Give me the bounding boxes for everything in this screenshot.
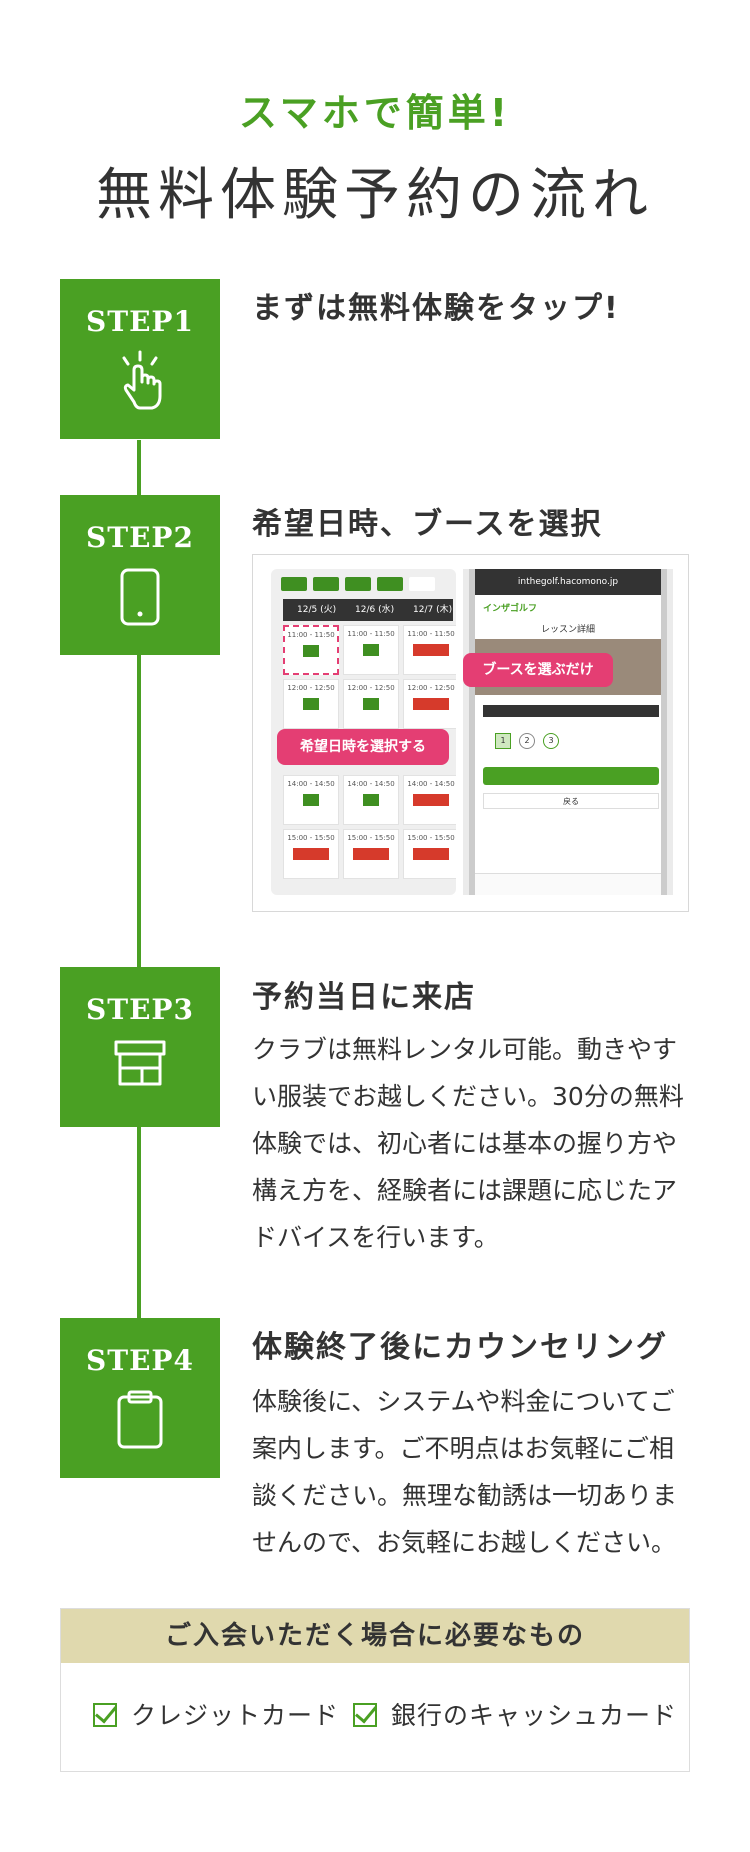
step2-title: 希望日時、ブースを選択 (252, 507, 603, 542)
schedule-screen: 12/5 (火) 12/6 (水) 12/7 (木) 11:00 - 11:50… (271, 569, 456, 895)
time-slot: 11:00 - 11:50 (343, 625, 399, 675)
checkbox-icon (353, 1703, 377, 1727)
step4-description: 体験後に、システムや料金についてご案内します。ご不明点はお気軽にご相談ください。… (252, 1387, 678, 1557)
requirement-credit-card: クレジットカード (131, 1701, 340, 1730)
step3-description: クラブは無料レンタル可能。動きやすい服装でお越しください。30分の無料体験では、… (252, 1035, 684, 1252)
tap-hand-icon (122, 350, 162, 410)
store-icon (114, 1040, 166, 1086)
date-chip (313, 577, 339, 591)
step3-box: STEP3 (60, 967, 220, 1127)
time-slot: 15:00 - 15:50 (283, 829, 339, 879)
step4-label: STEP4 (86, 1344, 194, 1377)
trial-reserve-button (483, 767, 659, 785)
requirement-bank-card: 銀行のキャッシュカード (391, 1701, 678, 1730)
time-slot: 12:00 - 12:50 (343, 679, 399, 729)
requirements-title: ご入会いただく場合に必要なもの (61, 1609, 689, 1663)
time-slot: 11:00 - 11:50 (403, 625, 456, 675)
time-slot: 12:00 - 12:50 (403, 679, 456, 729)
time-slot: 11:00 - 11:50 (283, 625, 339, 675)
phone-mockup: inthegolf.hacomono.jp インザゴルフ レッスン詳細 1 2 … (469, 569, 667, 895)
select-datetime-bubble: 希望日時を選択する (277, 729, 449, 765)
step-connector (137, 440, 141, 1420)
booth-3: 3 (543, 733, 559, 749)
time-slot: 15:00 - 15:50 (343, 829, 399, 879)
step1-box: STEP1 (60, 279, 220, 439)
time-slot: 15:00 - 15:50 (403, 829, 456, 879)
bottom-nav (475, 873, 661, 895)
requirements-box: ご入会いただく場合に必要なもの クレジットカード 銀行のキャッシュカード (60, 1608, 690, 1772)
date-chip (281, 577, 307, 591)
date-chip (345, 577, 371, 591)
step4-box: STEP4 (60, 1318, 220, 1478)
step3-label: STEP3 (86, 993, 194, 1026)
booth-1: 1 (495, 733, 511, 749)
step3-title: 予約当日に来店 (252, 980, 476, 1015)
time-slot: 14:00 - 14:50 (403, 775, 456, 825)
step4-title: 体験終了後にカウンセリング (252, 1330, 668, 1365)
brand-name: インザゴルフ (483, 604, 538, 614)
date-chip (409, 577, 435, 591)
time-slot: 12:00 - 12:50 (283, 679, 339, 729)
select-booth-bubble: ブースを選ぶだけ (463, 653, 613, 687)
flow-kicker: スマホで簡単! (238, 91, 512, 135)
step2-box: STEP2 (60, 495, 220, 655)
booth-2: 2 (519, 733, 535, 749)
time-slot: 14:00 - 14:50 (343, 775, 399, 825)
booth-header (483, 705, 659, 717)
checkbox-icon (93, 1703, 117, 1727)
booth-screen: inthegolf.hacomono.jp インザゴルフ レッスン詳細 1 2 … (463, 569, 673, 895)
url-bar: inthegolf.hacomono.jp (475, 569, 661, 595)
requirements-list: クレジットカード 銀行のキャッシュカード (61, 1663, 689, 1771)
clipboard-icon (117, 1390, 163, 1449)
date-chip (377, 577, 403, 591)
date-header: 12/5 (火) 12/6 (水) 12/7 (木) (283, 599, 453, 621)
back-button: 戻る (483, 793, 659, 809)
step1-title: まずは無料体験をタップ! (252, 291, 620, 326)
step2-label: STEP2 (86, 521, 194, 554)
smartphone-icon (120, 568, 160, 626)
step1-label: STEP1 (86, 305, 194, 338)
page-title: 無料体験予約の流れ (96, 163, 654, 228)
booking-screenshot: 12/5 (火) 12/6 (水) 12/7 (木) 11:00 - 11:50… (252, 554, 689, 912)
time-slot: 14:00 - 14:50 (283, 775, 339, 825)
